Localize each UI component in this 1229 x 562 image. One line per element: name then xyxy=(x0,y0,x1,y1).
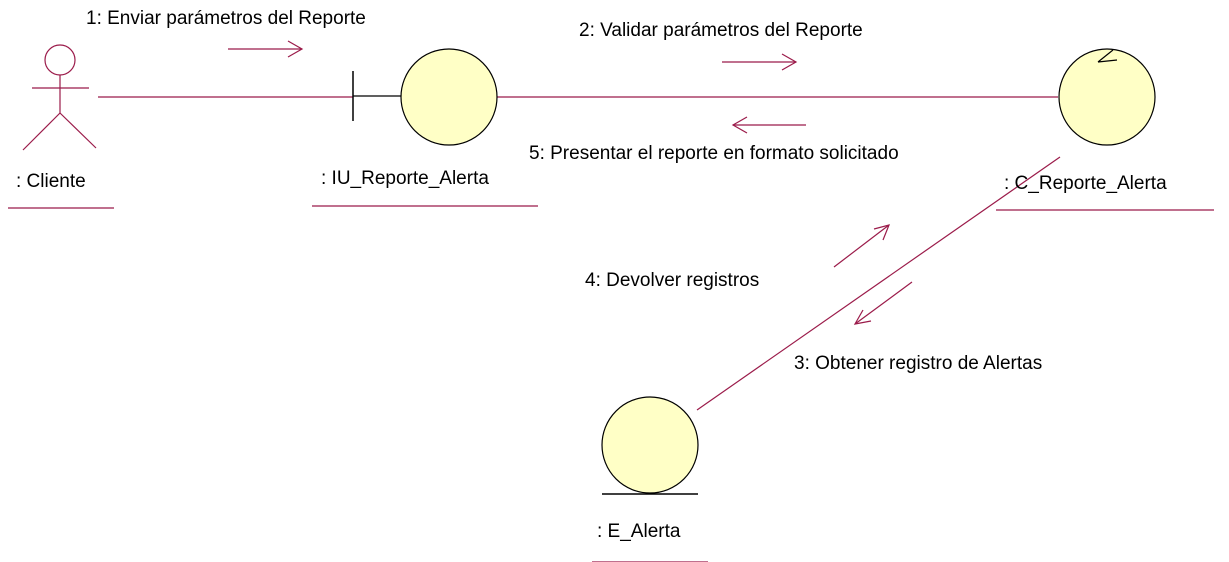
message-5-label: 5: Presentar el reporte en formato solic… xyxy=(529,143,899,164)
control-c-reporte-alerta xyxy=(1058,48,1156,146)
boundary-circle xyxy=(400,48,498,146)
message-4-arrow xyxy=(833,224,891,268)
actor-cliente xyxy=(22,44,97,151)
message-1-arrow xyxy=(228,40,304,58)
actor-head xyxy=(44,44,76,76)
message-1-label: 1: Enviar parámetros del Reporte xyxy=(86,8,366,29)
actor-left-leg xyxy=(22,112,61,151)
boundary-label: : IU_Reporte_Alerta xyxy=(321,168,489,189)
actor-right-leg xyxy=(59,112,97,149)
message-3-arrow xyxy=(853,281,913,325)
actor-label: : Cliente xyxy=(16,171,86,192)
links xyxy=(98,96,1061,411)
message-5-arrow xyxy=(731,116,806,134)
control-arrowhead xyxy=(1097,49,1118,63)
name-underlines xyxy=(8,205,1214,562)
message-2-label: 2: Validar parámetros del Reporte xyxy=(579,20,863,41)
entity-e-alerta xyxy=(601,396,699,495)
message-4-label: 4: Devolver registros xyxy=(585,270,760,291)
link-control-entity xyxy=(696,156,1061,411)
message-3-label: 3: Obtener registro de Alertas xyxy=(794,353,1043,374)
message-arrows xyxy=(228,40,913,325)
control-circle xyxy=(1058,48,1156,146)
message-2-arrow xyxy=(722,53,798,71)
boundary-iu-reporte-alerta xyxy=(352,48,498,146)
entity-circle xyxy=(601,396,699,494)
entity-label: : E_Alerta xyxy=(597,521,681,542)
control-label: : C_Reporte_Alerta xyxy=(1004,173,1167,194)
